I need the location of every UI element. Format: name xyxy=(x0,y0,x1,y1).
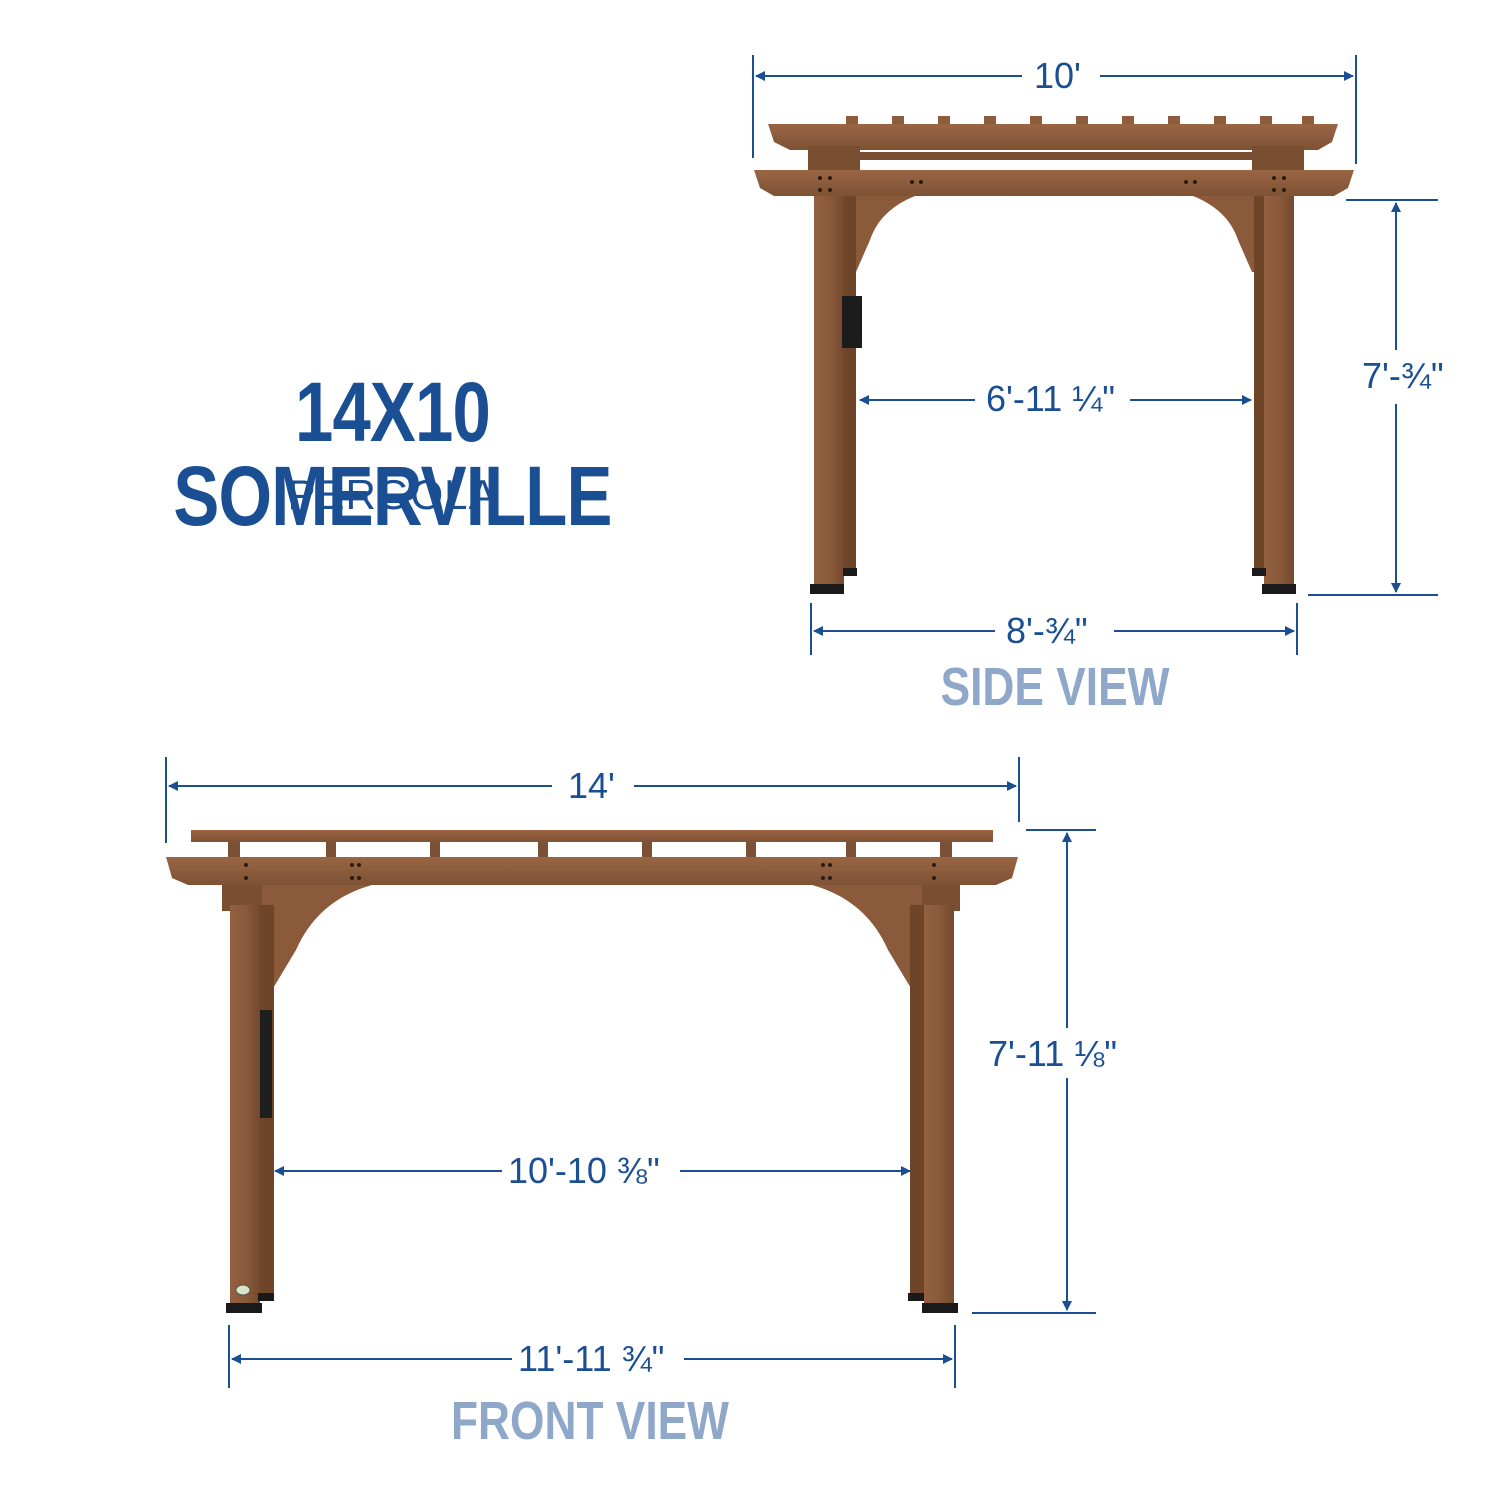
side-post-span-label: 8'-¾" xyxy=(1000,613,1094,649)
side-main-beam xyxy=(754,170,1354,196)
side-dimension-lines xyxy=(752,55,1438,655)
front-right-post xyxy=(924,905,954,1307)
front-left-bracket xyxy=(262,885,372,990)
front-top-rail xyxy=(191,830,993,842)
side-top-rafter xyxy=(768,124,1338,150)
side-inner-clearance-label: 6'-11 ¼" xyxy=(980,381,1122,417)
side-rafter-tabs xyxy=(846,116,1314,126)
front-view-label: FRONT VIEW xyxy=(451,1391,729,1451)
front-post-span-label: 11'-11 ¾" xyxy=(512,1341,671,1377)
front-main-beam xyxy=(166,857,1018,885)
front-left-post xyxy=(230,905,260,1307)
side-right-bracket xyxy=(1193,196,1268,272)
front-overall-height-label: 7'-11 ⅛" xyxy=(982,1036,1124,1072)
side-view-drawing xyxy=(754,116,1354,594)
side-overall-width-label: 10' xyxy=(1028,58,1087,94)
front-post-badge xyxy=(235,1284,251,1296)
side-view-label: SIDE VIEW xyxy=(940,657,1170,717)
side-overall-height-label: 7'-¾" xyxy=(1356,358,1450,394)
front-dimension-lines xyxy=(165,757,1096,1388)
side-right-post xyxy=(1264,196,1294,586)
front-inner-clearance-label: 10'-10 ⅜" xyxy=(502,1153,666,1189)
front-right-bracket xyxy=(812,885,922,990)
front-view-drawing xyxy=(166,830,1018,1313)
product-subtitle: PERGOLA xyxy=(287,471,498,518)
side-left-post xyxy=(814,196,844,586)
product-title: 14X10 SOMERVILLE xyxy=(173,365,612,543)
side-left-bracket xyxy=(840,196,915,272)
front-overall-width-label: 14' xyxy=(562,768,621,804)
